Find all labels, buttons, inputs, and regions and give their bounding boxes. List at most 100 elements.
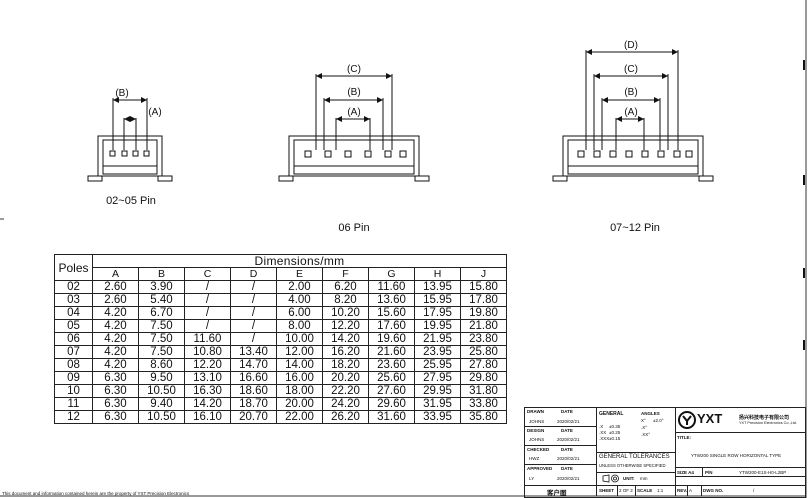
dimension-cell: 4.00 bbox=[276, 293, 323, 307]
dimension-cell: 15.60 bbox=[368, 306, 415, 320]
dimension-cell: 2.00 bbox=[276, 280, 323, 294]
dimension-cell: 27.80 bbox=[460, 358, 507, 372]
connector-inner bbox=[102, 139, 158, 175]
dimension-cell: / bbox=[184, 293, 231, 307]
size-label: SIZE A4 bbox=[677, 470, 694, 475]
mount-tab-right bbox=[698, 175, 714, 182]
dimension-cell: 33.95 bbox=[414, 410, 461, 424]
zone-marker bbox=[803, 340, 805, 350]
dimension-cell: 22.20 bbox=[322, 384, 369, 398]
dimension-cell: 31.95 bbox=[414, 397, 461, 411]
title-value: YTW200 SINGLE ROW HORIZONTAL TYPE bbox=[691, 453, 782, 458]
dimension-cell: 10.50 bbox=[138, 384, 185, 398]
angles-label: ANGLES bbox=[641, 411, 660, 416]
view-label: 07~12 Pin bbox=[610, 222, 660, 234]
dimension-cell: 21.80 bbox=[460, 319, 507, 333]
dimension-cell: 25.80 bbox=[460, 345, 507, 359]
column-header: G bbox=[368, 267, 415, 281]
pn-value: YTW200-E1S-H0-L2BP bbox=[739, 470, 787, 475]
dimension-cell: 14.20 bbox=[184, 397, 231, 411]
company-logo-text: YXT bbox=[697, 411, 723, 426]
dimension-cell: 7.50 bbox=[138, 332, 185, 346]
dim-label: (D) bbox=[624, 40, 638, 51]
dimension-cell: 35.80 bbox=[460, 410, 507, 424]
unit-value: mm bbox=[640, 476, 648, 481]
dimension-cell: / bbox=[184, 319, 231, 333]
tb-divider bbox=[675, 432, 805, 433]
dimension-cell: 7.50 bbox=[138, 345, 185, 359]
drawn-date-label: DATE bbox=[561, 409, 573, 414]
column-header: A bbox=[92, 267, 139, 281]
dimension-cell: 14.70 bbox=[230, 358, 277, 372]
dimension-cell: 16.10 bbox=[184, 410, 231, 424]
dimension-cell: 21.95 bbox=[414, 332, 461, 346]
poles-cell: 10 bbox=[54, 384, 93, 398]
column-header: J bbox=[460, 267, 507, 281]
dimension-cell: 24.20 bbox=[322, 397, 369, 411]
mount-tab-left bbox=[552, 175, 568, 182]
pin bbox=[324, 150, 332, 158]
dimension-cell: 23.80 bbox=[460, 332, 507, 346]
design-name: JOHNS bbox=[529, 437, 545, 442]
dimension-cell: 13.95 bbox=[414, 280, 461, 294]
poles-cell: 08 bbox=[54, 358, 93, 372]
poles-cell: 04 bbox=[54, 306, 93, 320]
dim-label: (B) bbox=[347, 87, 360, 98]
rev-value: A bbox=[689, 488, 693, 493]
dimension-cell: 31.60 bbox=[368, 410, 415, 424]
zone-marker bbox=[803, 268, 805, 278]
dwg-value: / bbox=[753, 488, 755, 493]
dimension-cell: 9.40 bbox=[138, 397, 185, 411]
dimension-cell: 27.60 bbox=[368, 384, 415, 398]
dwg-label: DWG NO. bbox=[703, 488, 724, 493]
tb-divider bbox=[687, 485, 688, 496]
connector-body bbox=[288, 135, 420, 177]
design-date-label: DATE bbox=[561, 428, 573, 433]
rev-label: REV. bbox=[677, 488, 688, 493]
tb-divider bbox=[675, 476, 805, 477]
dimension-cell: / bbox=[184, 280, 231, 294]
pin bbox=[685, 150, 693, 158]
view-06-pin bbox=[278, 73, 430, 182]
dimension-cell: / bbox=[230, 319, 277, 333]
pin bbox=[344, 150, 352, 158]
dimension-cell: 31.80 bbox=[460, 384, 507, 398]
dimension-cell: 11.60 bbox=[184, 332, 231, 346]
dimension-cell: 7.50 bbox=[138, 319, 185, 333]
pin bbox=[593, 150, 601, 158]
ang-xxx: .XX° bbox=[641, 432, 651, 437]
dimension-cell: 12.20 bbox=[184, 358, 231, 372]
pin bbox=[384, 150, 392, 158]
title-block: DRAWN DATE JOHNS 2020/02/21 DESIGN DATE … bbox=[524, 407, 806, 498]
dimension-cell: 13.60 bbox=[368, 293, 415, 307]
unless-specified: UNLESS OTHERWISE SPECIFIED bbox=[599, 463, 666, 468]
dimension-cell: 16.30 bbox=[184, 384, 231, 398]
column-header: C bbox=[184, 267, 231, 281]
poles-cell: 07 bbox=[54, 345, 93, 359]
tb-divider bbox=[635, 485, 636, 496]
dim-label: (B) bbox=[115, 88, 128, 99]
pn-label: P/N bbox=[705, 470, 713, 475]
dimension-cell: 6.30 bbox=[92, 384, 139, 398]
dimension-cell: / bbox=[230, 332, 277, 346]
dimension-cell: 29.95 bbox=[414, 384, 461, 398]
zone-marker bbox=[803, 60, 805, 70]
approved-label: APPROVED bbox=[527, 466, 553, 471]
tb-divider bbox=[701, 485, 702, 496]
tb-divider bbox=[675, 467, 805, 468]
pin bbox=[132, 150, 139, 157]
connector-body bbox=[97, 135, 163, 177]
dimension-cell: 17.95 bbox=[414, 306, 461, 320]
projection-symbol-icon bbox=[602, 474, 619, 483]
poles-header: Poles bbox=[54, 254, 93, 281]
footer-note: This document and information contained … bbox=[2, 491, 190, 496]
dimension-cell: 16.00 bbox=[276, 371, 323, 385]
dimension-cell: 6.30 bbox=[92, 371, 139, 385]
pin bbox=[304, 150, 312, 158]
dim-label: (A) bbox=[347, 107, 360, 118]
